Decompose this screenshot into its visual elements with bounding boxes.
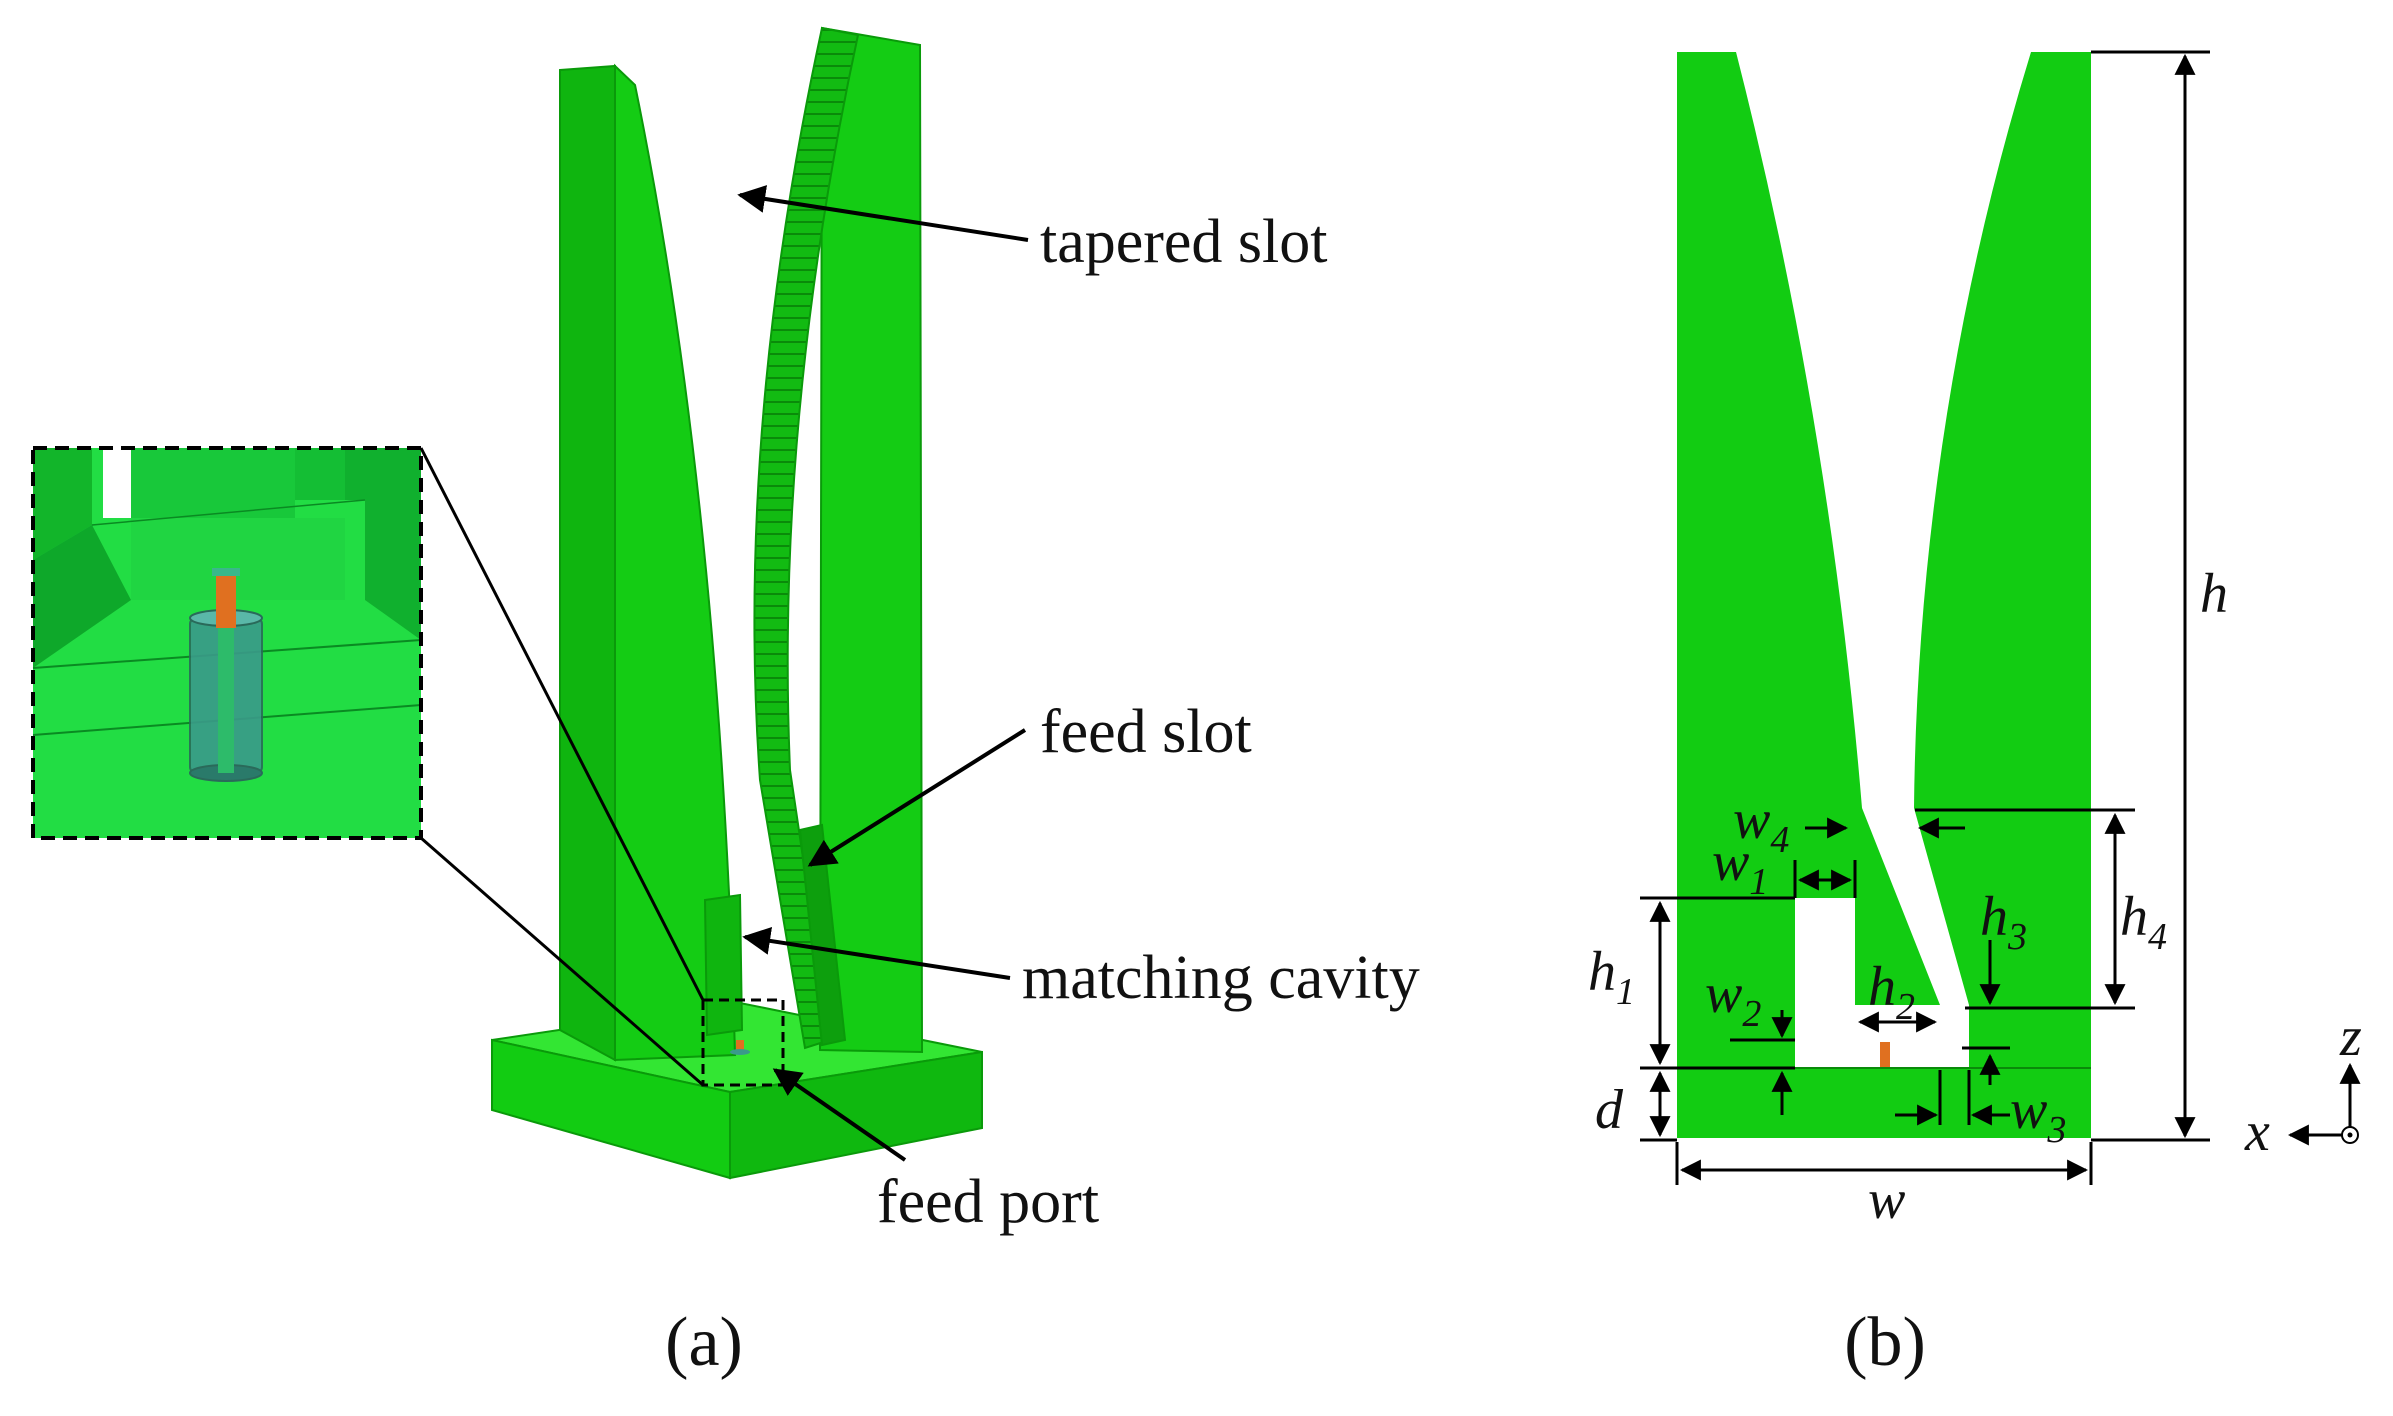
feed-port-arrow <box>772 1068 907 1162</box>
feed-port-label: feed port <box>877 1168 1099 1236</box>
x-axis-label: x <box>2244 1101 2270 1163</box>
dim-w3-label: w3 <box>2010 1079 2066 1151</box>
dim-w4-label: w4 <box>1733 789 1789 861</box>
inset-zoom <box>31 446 423 840</box>
left-fin <box>559 63 737 1062</box>
dim-w2-label: w2 <box>1705 963 1761 1035</box>
dim-h3-label: h3 <box>1980 886 2027 958</box>
feed-pin <box>1880 1042 1890 1068</box>
inset-connector-bottom <box>420 836 704 1087</box>
feed-slot-arrow <box>807 728 1027 867</box>
panel-b: h h4 h3 h1 d w w1 w4 <box>1588 50 2362 1381</box>
dim-h-label: h <box>2200 563 2228 625</box>
zoom-box-small <box>701 998 785 1087</box>
dim-h4-label: h4 <box>2120 886 2167 958</box>
feed-stub <box>1844 808 1940 1068</box>
matching-cavity <box>703 823 847 1047</box>
caption-a: (a) <box>665 1304 743 1381</box>
dim-h2-label: h2 <box>1868 956 1915 1028</box>
right-fin <box>753 26 924 1054</box>
dim-h1-label: h1 <box>1588 941 1635 1013</box>
z-axis-label: z <box>2339 1006 2362 1068</box>
matching-cavity-label: matching cavity <box>1022 944 1420 1012</box>
feed-port-marker <box>730 1040 750 1055</box>
tapered-slot-arrow <box>737 185 1029 242</box>
feed-slot-label: feed slot <box>1040 698 1252 766</box>
coordinate-axes: z x <box>2244 1006 2362 1163</box>
inset-connector-top <box>419 447 705 1001</box>
matching-cavity-opening <box>1795 898 1855 1068</box>
tapered-slot-label: tapered slot <box>1040 208 1328 276</box>
caption-b: (b) <box>1844 1304 1926 1381</box>
dim-w-label: w <box>1868 1169 1905 1231</box>
dim-w1-label: w1 <box>1712 831 1768 903</box>
dim-d-label: d <box>1595 1079 1624 1141</box>
matching-cavity-arrow <box>742 927 1011 980</box>
ground-strip <box>1677 1068 2091 1138</box>
panel-a: tapered slot feed slot matching cavity f… <box>31 26 1420 1381</box>
antenna-profile <box>1677 52 2091 1072</box>
